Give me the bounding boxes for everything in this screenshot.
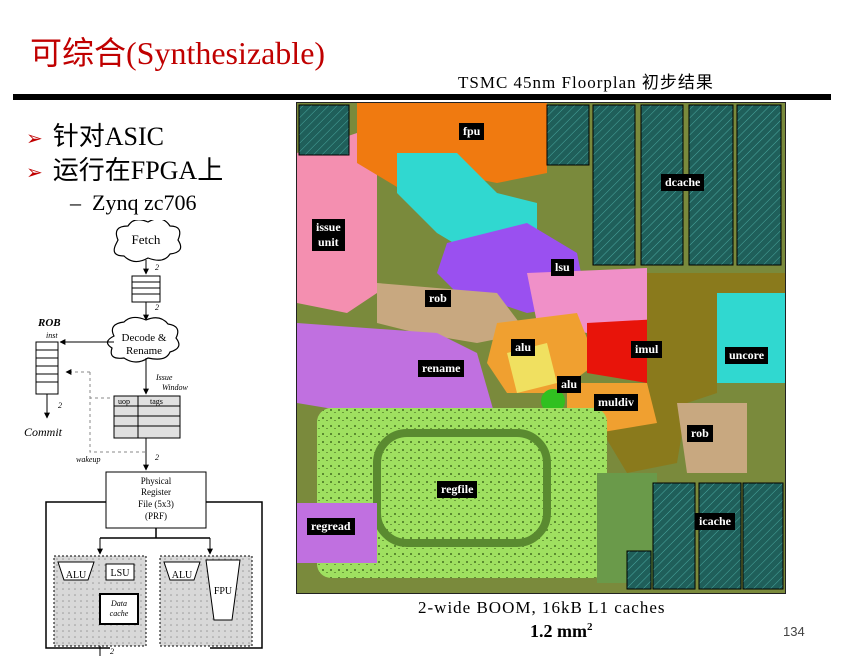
fp-label-rob-right: rob — [687, 425, 713, 442]
fp-label-dcache: dcache — [661, 174, 705, 191]
arrow-bullet-icon: ➢ — [26, 160, 43, 184]
fp-label-regread: regread — [307, 518, 355, 535]
alu-label: ALU — [172, 570, 193, 581]
width-label: 2 — [58, 401, 62, 410]
decode-label: Decode & — [122, 332, 167, 344]
fp-label-fpu: fpu — [459, 123, 485, 140]
fp-label-issue-line2: unit — [318, 235, 339, 249]
fp-label-muldiv: muldiv — [594, 394, 639, 411]
floorplan-caption: TSMC 45nm Floorplan 初步结果 — [458, 73, 714, 92]
rename-label: Rename — [126, 345, 162, 357]
fetch-label: Fetch — [132, 232, 161, 247]
alu-label: ALU — [66, 570, 87, 581]
fp-label-regfile: regfile — [437, 481, 478, 498]
exec-unit-fp: ALU FPU — [159, 555, 253, 647]
tags-label: tags — [150, 397, 163, 406]
sub-bullet-text: Zynq zc706 — [92, 190, 197, 215]
uop-label: uop — [118, 397, 130, 406]
floorplan-bottom-caption: 2-wide BOOM, 16kB L1 caches — [418, 598, 666, 617]
width-label: 2 — [110, 647, 114, 656]
fp-label-issue-line1: issue — [316, 220, 341, 234]
width-label: 2 — [155, 453, 159, 462]
width-label: 2 — [155, 263, 159, 272]
fp-label-alu-1: alu — [511, 339, 536, 356]
exec-unit-int: ALU LSU Data cache — [53, 555, 147, 647]
fp-label-rename: rename — [418, 360, 465, 377]
issue-window: uop tags — [113, 395, 181, 439]
fetch-buffer — [131, 275, 161, 303]
floorplan-image: fpu dcache issue unit lsu rob alu imul u… — [296, 102, 786, 594]
data-cache-label-1: Data — [110, 599, 127, 608]
fp-label-imul: imul — [631, 341, 663, 358]
area-number: 1.2 mm — [530, 621, 587, 641]
bullet-asic: ➢ 针对ASIC — [26, 116, 164, 153]
page-number: 134 — [783, 624, 805, 639]
boom-pipeline-diagram: Fetch 2 2 Decode & Rename ROB inst 2 Com… — [24, 220, 263, 656]
width-label: 2 — [155, 303, 159, 312]
wakeup-label: wakeup — [76, 455, 100, 464]
slide-title: 可综合(Synthesizable) — [30, 35, 326, 71]
arrow-bullet-icon: ➢ — [26, 126, 43, 150]
fp-label-alu-2: alu — [557, 376, 582, 393]
issue-label-1: Issue — [155, 373, 173, 382]
fp-label-rob-top: rob — [425, 290, 451, 307]
prf-label-4: (PRF) — [145, 511, 167, 521]
commit-label: Commit — [24, 425, 63, 439]
rob-title: ROB — [37, 317, 61, 329]
fp-label-uncore: uncore — [725, 347, 769, 364]
rob: ROB inst — [35, 317, 61, 395]
issue-label-2: Window — [162, 383, 188, 392]
prf-label-2: Register — [141, 487, 171, 497]
sub-bullet-zynq: – Zynq zc706 — [70, 190, 196, 216]
prf-label-3: File (5x3) — [138, 499, 174, 509]
prf-label-1: Physical — [141, 476, 172, 486]
fp-label-issue-unit: issue unit — [312, 219, 345, 251]
rob-inst-label: inst — [46, 331, 58, 340]
decode-rename-stage: Decode & Rename — [106, 316, 180, 363]
fp-label-lsu: lsu — [551, 259, 574, 276]
fpu-label: FPU — [214, 586, 233, 597]
fetch-stage: Fetch — [113, 220, 182, 263]
area-value: 1.2 mm2 — [530, 621, 593, 642]
data-cache-label-2: cache — [110, 609, 129, 618]
physical-register-file: Physical Register File (5x3) (PRF) — [105, 471, 207, 529]
bullet-fpga-text: 运行在FPGA上 — [52, 156, 224, 185]
bullet-fpga: ➢ 运行在FPGA上 — [26, 150, 223, 187]
lsu-label: LSU — [111, 568, 131, 579]
area-exponent: 2 — [587, 621, 593, 633]
dash-icon: – — [70, 190, 92, 215]
fp-label-icache: icache — [695, 513, 735, 530]
title-divider — [13, 94, 831, 100]
bullet-asic-text: 针对ASIC — [52, 122, 165, 151]
